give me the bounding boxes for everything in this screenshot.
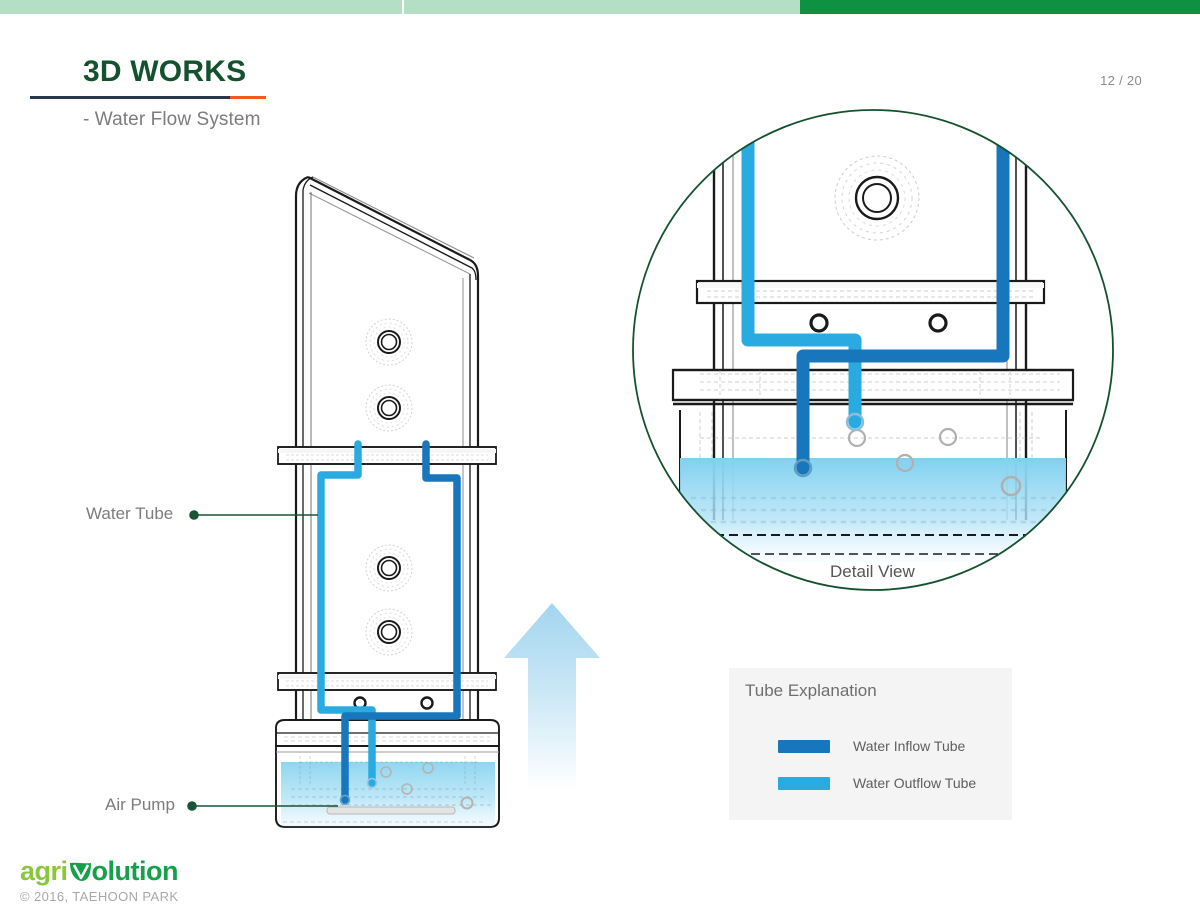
water-outflow-tube-detail <box>741 110 862 429</box>
topbar-segment-2 <box>404 0 800 14</box>
water-inflow-tube-main <box>341 440 461 804</box>
detail-view-circle-border <box>632 109 1114 591</box>
page-subtitle: - Water Flow System <box>83 109 261 130</box>
legend-label-outflow: Water Outflow Tube <box>853 775 977 791</box>
legend-label-inflow: Water Inflow Tube <box>853 738 966 754</box>
air-stone <box>326 806 456 815</box>
port-hole <box>834 155 920 241</box>
top-accent-bar <box>0 0 1200 14</box>
legend-item-outflow: Water Outflow Tube <box>778 775 976 791</box>
brand-logo: agri olution © 2016, TAEHOON PARK <box>20 856 179 904</box>
detail-view-content <box>633 110 1113 590</box>
logo-text-agri: agri <box>20 856 68 886</box>
port-hole-group <box>365 318 413 656</box>
detail-view <box>632 109 1114 591</box>
logo-wordmark: agri olution <box>20 856 179 886</box>
legend-swatch-outflow <box>778 776 830 790</box>
legend-title: Tube Explanation <box>745 681 877 700</box>
callout-label-water-tube: Water Tube <box>86 504 174 523</box>
shelf-lower <box>277 672 497 691</box>
bolt-hole <box>928 313 948 333</box>
tank-port <box>847 428 867 448</box>
main-device-drawing <box>275 175 600 830</box>
legend-swatch-inflow <box>778 739 830 753</box>
title-rule <box>30 96 230 99</box>
tube-end-socket <box>793 458 813 478</box>
port-hole <box>365 544 413 592</box>
title-rule-accent <box>230 96 266 99</box>
water-inflow-tube-detail <box>796 110 1010 475</box>
topbar-segment-3 <box>800 0 1200 14</box>
detail-view-caption: Detail View <box>830 562 915 581</box>
bolt-hole <box>420 696 434 710</box>
tank-port <box>938 427 958 447</box>
tank-port <box>380 766 392 778</box>
port-hole <box>365 608 413 656</box>
topbar-divider-1 <box>402 0 404 14</box>
port-hole <box>365 318 413 366</box>
leaf-v-icon <box>67 858 93 884</box>
callout-leaders <box>187 510 338 811</box>
tube-explanation-legend: Tube Explanation Water Inflow Tube Water… <box>729 668 1012 820</box>
callout-leader-air-pump <box>187 801 338 811</box>
tube-end-socket <box>339 794 351 806</box>
flow-arrow-icon <box>504 603 600 790</box>
device-frame <box>294 175 480 772</box>
legend-item-inflow: Water Inflow Tube <box>778 738 965 754</box>
bolt-hole <box>809 313 829 333</box>
tank-port <box>460 796 474 810</box>
tube-end-socket <box>845 412 865 432</box>
shelf-upper-detail <box>695 279 1046 305</box>
tank-port <box>895 453 915 473</box>
port-hole <box>365 384 413 432</box>
shelf-upper <box>277 446 497 465</box>
callout-label-air-pump: Air Pump <box>105 795 175 814</box>
bolt-hole <box>353 696 367 710</box>
tube-end-socket <box>366 777 378 789</box>
tank-port <box>1000 475 1022 497</box>
logo-text-olution: olution <box>91 856 179 886</box>
page-title: 3D WORKS <box>83 55 247 88</box>
copyright-text: © 2016, TAEHOON PARK <box>20 889 179 904</box>
bolt-hole-group <box>353 696 434 710</box>
topbar-segment-1 <box>0 0 402 14</box>
page-number: 12 / 20 <box>1100 73 1142 88</box>
tank-port <box>401 783 413 795</box>
water-outflow-tube-main <box>317 440 376 787</box>
water-tank <box>275 719 500 830</box>
water-tank-detail <box>671 368 1075 562</box>
tank-port <box>422 762 434 774</box>
callout-leader-water-tube <box>189 510 318 520</box>
